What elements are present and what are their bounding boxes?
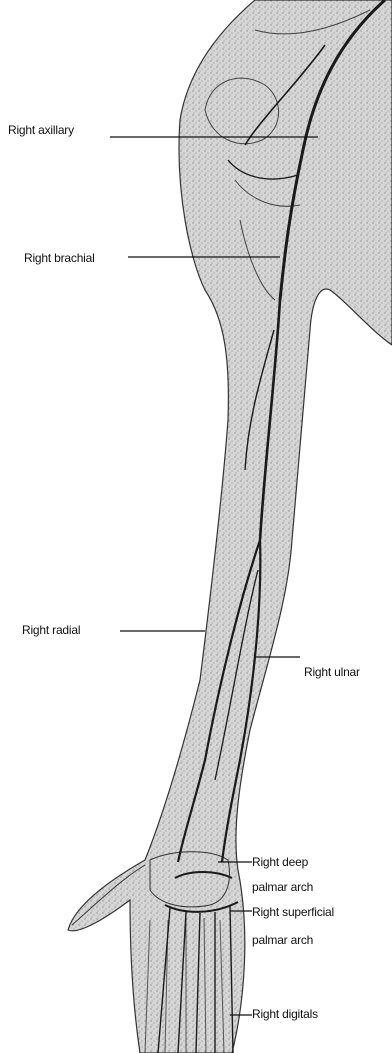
shoulder-silhouette bbox=[68, 0, 392, 1053]
label-right-brachial: Right brachial bbox=[24, 250, 95, 266]
label-right-deep-palmar-line1: Right deep bbox=[252, 854, 308, 870]
label-right-radial: Right radial bbox=[22, 622, 80, 638]
label-right-ulnar: Right ulnar bbox=[304, 664, 360, 680]
label-right-axillary: Right axillary bbox=[8, 122, 74, 138]
label-right-digitals: Right digitals bbox=[252, 1006, 318, 1022]
label-right-deep-palmar-line2: palmar arch bbox=[252, 879, 313, 895]
label-right-superficial-palmar-line1: Right superficial bbox=[252, 904, 334, 920]
label-right-superficial-palmar-line2: palmar arch bbox=[252, 932, 313, 948]
